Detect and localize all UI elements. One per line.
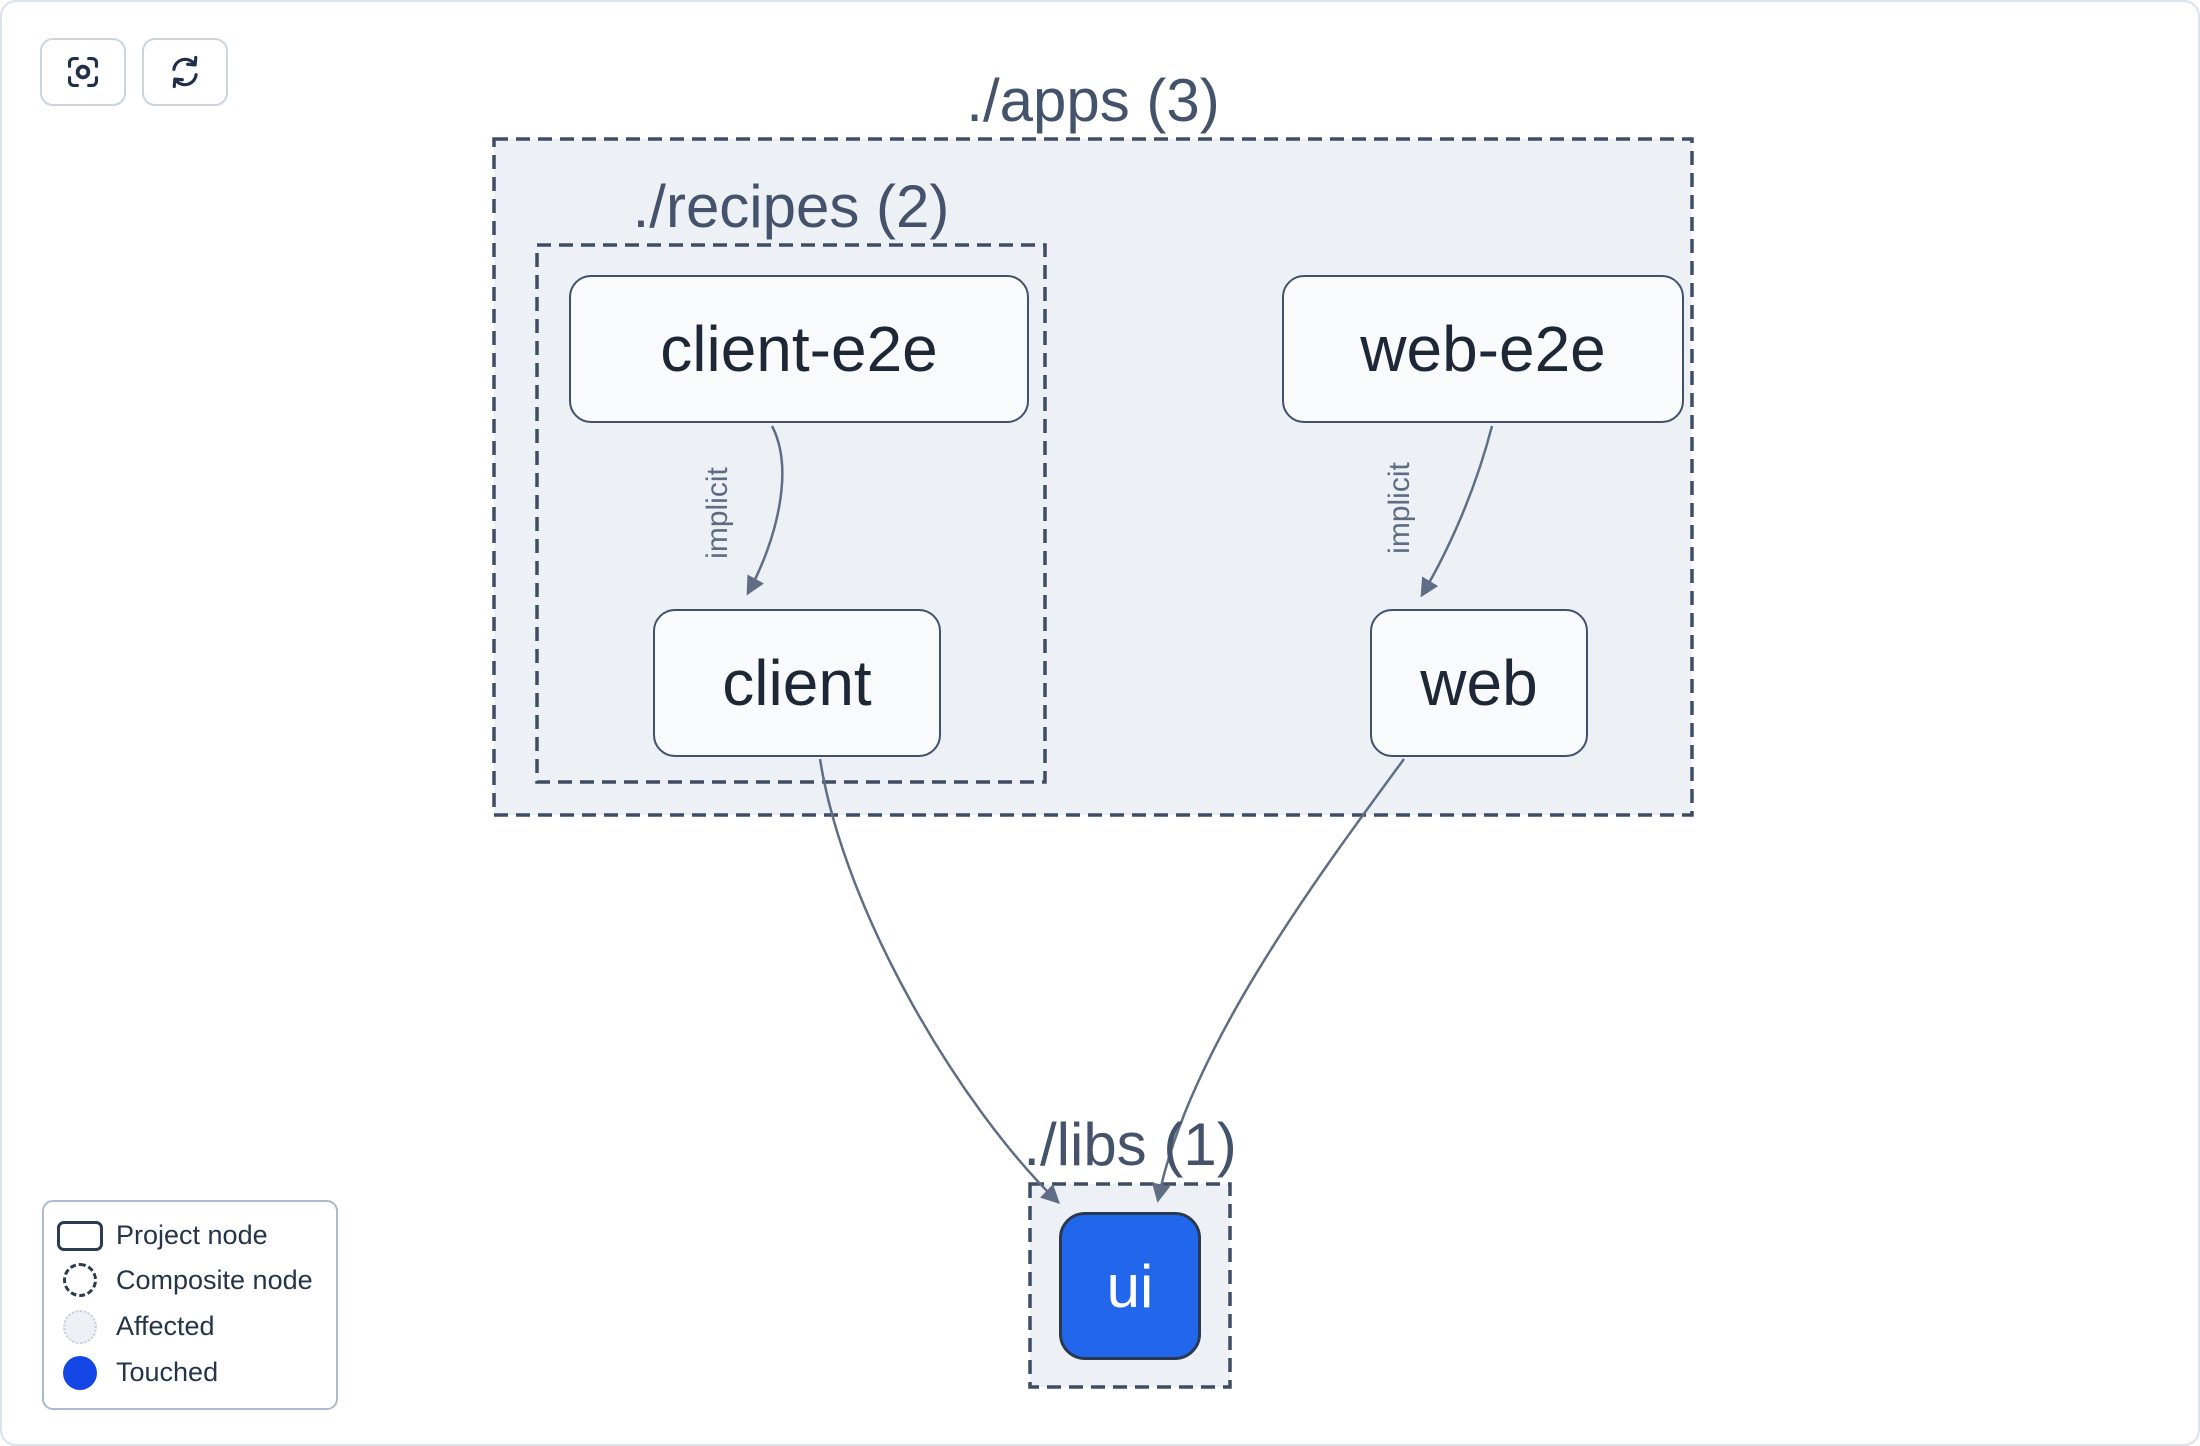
node-web-e2e-label: web-e2e xyxy=(1360,313,1606,385)
legend-item-composite-node: Composite node xyxy=(44,1263,336,1298)
legend-item-affected: Affected xyxy=(44,1309,336,1344)
edge-web-e2e-to-web xyxy=(1420,425,1494,598)
group-label-recipes: ./recipes (2) xyxy=(632,173,950,240)
focus-target-icon xyxy=(67,56,99,88)
node-client-e2e-label: client-e2e xyxy=(660,313,938,385)
edge-client-to-ui xyxy=(818,758,1061,1204)
refresh-button[interactable] xyxy=(142,38,228,106)
node-client-label: client xyxy=(722,647,872,719)
legend-label: Touched xyxy=(116,1357,219,1388)
node-ui[interactable]: ui xyxy=(1059,1212,1201,1360)
node-client-e2e[interactable]: client-e2e xyxy=(569,275,1029,423)
edge-label-implicit-web: implicit xyxy=(1383,462,1416,554)
project-node-swatch-icon xyxy=(44,1220,116,1251)
node-ui-label: ui xyxy=(1106,1252,1154,1320)
legend-label: Project node xyxy=(116,1220,268,1251)
legend-label: Composite node xyxy=(116,1264,313,1295)
edge-web-to-ui xyxy=(1151,758,1406,1203)
node-web-e2e[interactable]: web-e2e xyxy=(1282,275,1684,423)
focus-button[interactable] xyxy=(40,38,126,106)
legend-item-project-node: Project node xyxy=(44,1220,336,1251)
node-client[interactable]: client xyxy=(653,609,941,757)
composite-node-swatch-icon xyxy=(44,1263,116,1298)
node-web-label: web xyxy=(1420,647,1538,719)
refresh-icon xyxy=(172,55,198,89)
edge-label-implicit-client: implicit xyxy=(701,467,734,559)
legend-panel: Project node Composite node Affected Tou… xyxy=(42,1200,338,1410)
legend-item-touched: Touched xyxy=(44,1355,336,1390)
group-label-apps: ./apps (3) xyxy=(966,67,1220,134)
edge-client-e2e-to-client xyxy=(746,425,784,596)
legend-label: Affected xyxy=(116,1311,215,1342)
group-label-libs: ./libs (1) xyxy=(1023,1111,1237,1178)
toolbar xyxy=(40,38,228,106)
node-web[interactable]: web xyxy=(1370,609,1588,757)
touched-swatch-icon xyxy=(44,1355,116,1390)
affected-swatch-icon xyxy=(44,1309,116,1344)
